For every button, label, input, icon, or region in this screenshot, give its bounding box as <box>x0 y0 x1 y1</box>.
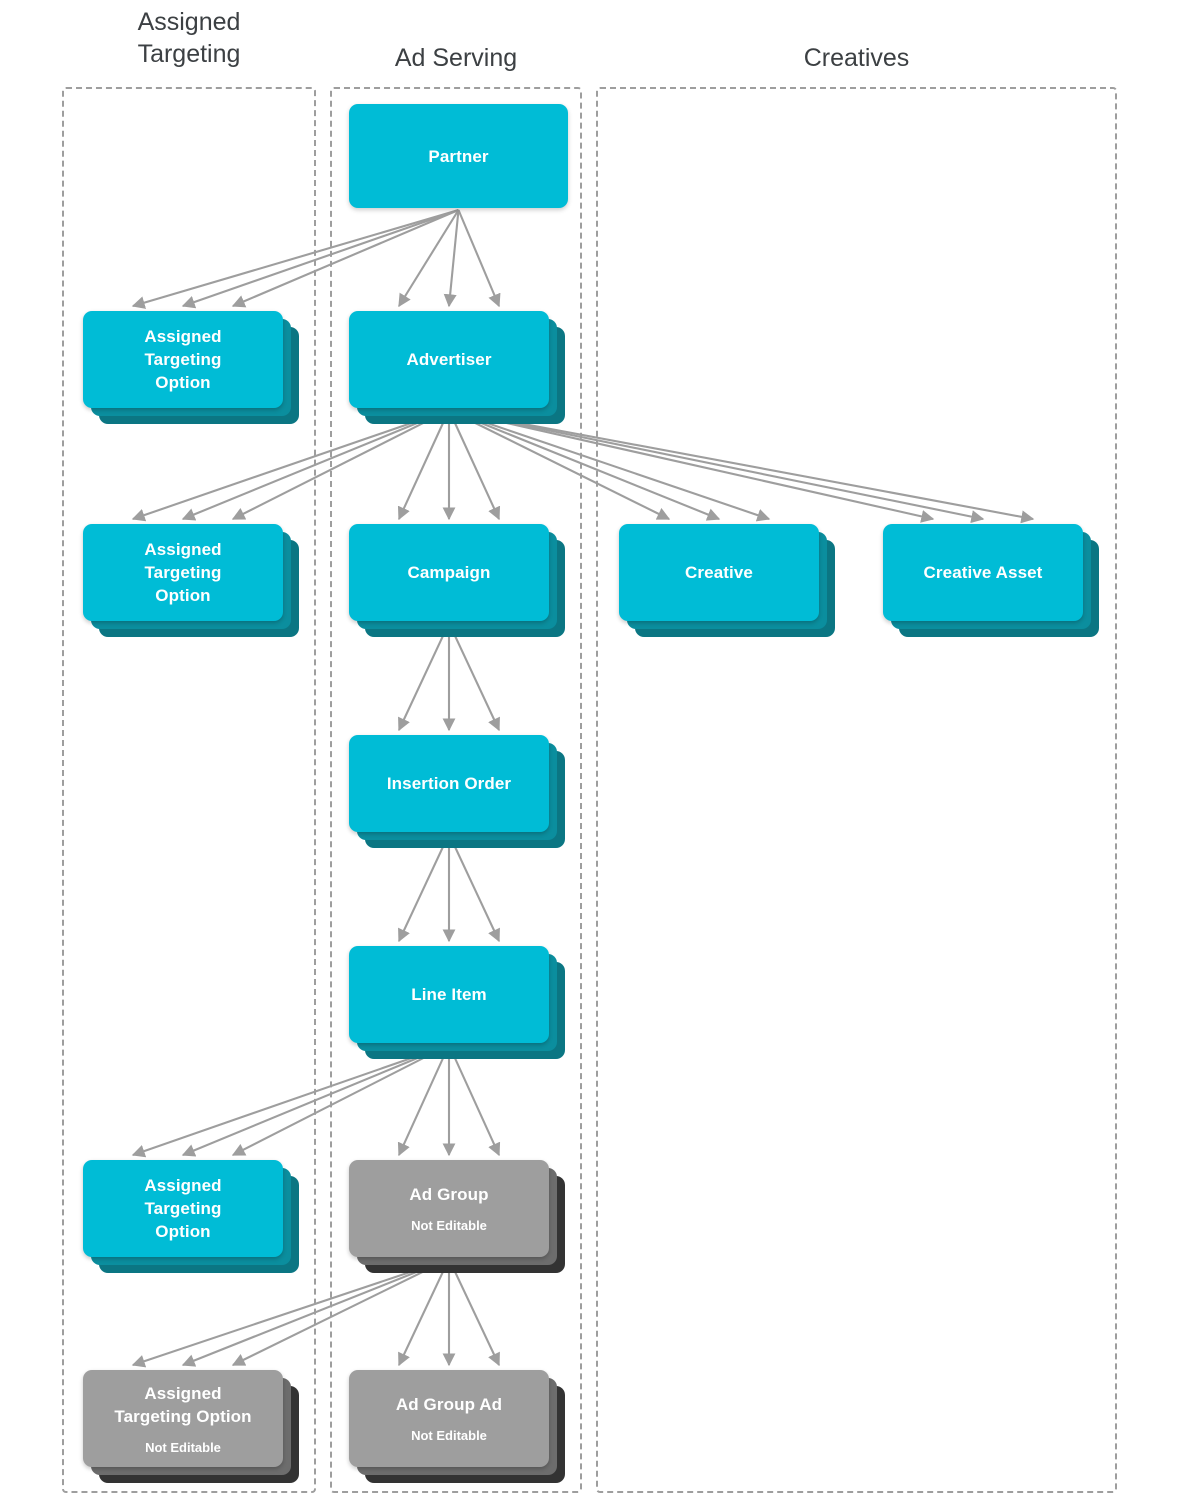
node-assigned-targeting-option-3[interactable]: Assigned Targeting Option <box>83 1160 299 1273</box>
node-label: Assigned Targeting Option <box>144 327 222 392</box>
node-sublabel-not-editable: Not Editable <box>145 1439 221 1455</box>
node-label: Partner <box>428 146 489 166</box>
column-region-creatives <box>596 87 1117 1493</box>
node-creative-asset[interactable]: Creative Asset <box>883 524 1099 637</box>
node-label: Line Item <box>411 985 487 1004</box>
node-ad-group[interactable]: Ad Group Not Editable <box>349 1160 565 1273</box>
column-title-ad-serving: Ad Serving <box>394 44 518 72</box>
node-line-item[interactable]: Line Item <box>349 946 565 1059</box>
node-label: Insertion Order <box>386 774 512 793</box>
node-ad-group-ad[interactable]: Ad Group Ad Not Editable <box>349 1370 565 1483</box>
column-title-assigned-targeting: Assigned Targeting <box>137 8 241 68</box>
node-assigned-targeting-option-2[interactable]: Assigned Targeting Option <box>83 524 299 637</box>
node-sublabel-not-editable: Not Editable <box>411 1428 487 1443</box>
column-title-creatives: Creatives <box>803 44 910 72</box>
node-creative[interactable]: Creative <box>619 524 835 637</box>
node-label: Creative <box>685 563 753 582</box>
node-advertiser[interactable]: Advertiser <box>349 311 565 424</box>
node-label: Assigned Targeting Option <box>144 1176 222 1241</box>
node-label: Assigned Targeting Option <box>144 540 222 605</box>
node-partner[interactable]: Partner <box>349 104 568 208</box>
node-label: Assigned Targeting Option <box>114 1383 252 1426</box>
column-region-ad-serving <box>330 87 582 1493</box>
node-assigned-targeting-option-4[interactable]: Assigned Targeting Option Not Editable <box>83 1370 299 1483</box>
node-label: Campaign <box>407 563 491 582</box>
node-sublabel-not-editable: Not Editable <box>411 1218 487 1233</box>
node-label: Ad Group Ad <box>395 1395 503 1414</box>
node-label: Creative Asset <box>923 563 1043 582</box>
column-region-assigned-targeting <box>62 87 316 1493</box>
node-assigned-targeting-option-1[interactable]: Assigned Targeting Option <box>83 311 299 424</box>
node-label: Advertiser <box>406 350 492 369</box>
node-campaign[interactable]: Campaign <box>349 524 565 637</box>
node-insertion-order[interactable]: Insertion Order <box>349 735 565 848</box>
node-label: Ad Group <box>409 1185 489 1204</box>
